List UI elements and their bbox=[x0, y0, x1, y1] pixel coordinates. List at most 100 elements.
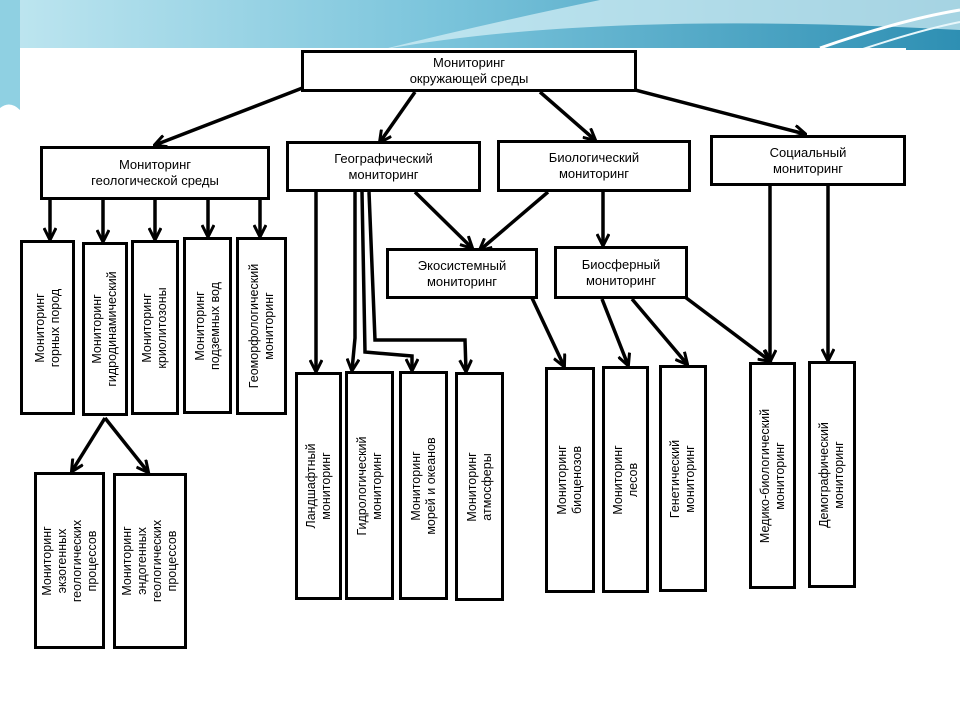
node-line: геологических bbox=[150, 519, 164, 603]
node-line: лесов bbox=[625, 462, 640, 497]
node-line: экзогенных bbox=[54, 528, 69, 593]
node-text: Геоморфологический мониторинг bbox=[247, 264, 277, 388]
node-line: Мониторинг bbox=[120, 526, 134, 596]
node-medico-biological-monitoring: Медико-биологический мониторинг bbox=[749, 362, 796, 589]
arrow-geog-ecosystem bbox=[413, 190, 472, 248]
arrow-root-geographic bbox=[380, 90, 417, 142]
node-line: подземных вод bbox=[207, 281, 222, 370]
node-line: эндогенных bbox=[135, 527, 149, 595]
node-social-monitoring: Социальный мониторинг bbox=[710, 135, 906, 186]
node-line: процессов bbox=[165, 530, 179, 592]
node-text: Гидрологический мониторинг bbox=[355, 436, 385, 535]
node-line: мониторинг bbox=[585, 272, 657, 288]
node-line: геологической среды bbox=[91, 173, 219, 188]
node-hydrological-monitoring: Гидрологический мониторинг bbox=[345, 371, 394, 600]
arrow-geog-hydrological bbox=[352, 192, 355, 370]
node-text: Мониторинг лесов bbox=[611, 445, 641, 514]
node-line: гидродинамический bbox=[105, 271, 119, 387]
node-demographic-monitoring: Демографический мониторинг bbox=[808, 361, 856, 588]
node-line: Мониторинг bbox=[32, 292, 47, 363]
node-line: Мониторинг bbox=[408, 450, 423, 521]
node-text: Мониторинг гидродинамический bbox=[90, 271, 120, 386]
node-geomorphological-monitoring: Геоморфологический мониторинг bbox=[236, 237, 287, 415]
node-line: Мониторинг bbox=[432, 55, 506, 70]
node-line: Мониторинг bbox=[39, 525, 54, 596]
node-line: Биосферный bbox=[581, 256, 661, 272]
node-landscape-monitoring: Ландшафтный мониторинг bbox=[295, 372, 342, 600]
node-text: Мониторинг эндогенных геологических проц… bbox=[120, 520, 180, 602]
node-text: Мониторинг атмосферы bbox=[465, 452, 495, 521]
node-line: Биологический bbox=[548, 150, 640, 165]
node-line: Мониторинг bbox=[90, 294, 104, 364]
node-line: мониторинг bbox=[369, 451, 384, 520]
arrow-geog-seas bbox=[360, 191, 412, 370]
node-genetic-monitoring: Генетический мониторинг bbox=[659, 365, 707, 592]
node-biological-monitoring: Биологический мониторинг bbox=[497, 140, 691, 192]
arrow-hydro-exo bbox=[72, 417, 107, 471]
arrow-biosph-forests bbox=[600, 298, 628, 365]
arrow-root-biological bbox=[538, 90, 595, 140]
node-line: окружающей среды bbox=[409, 71, 529, 86]
node-endogenous-processes-monitoring: Мониторинг эндогенных геологических проц… bbox=[113, 473, 187, 649]
node-line: биоценозов bbox=[570, 446, 584, 514]
node-line: мониторинг bbox=[426, 273, 498, 289]
node-text: Демографический мониторинг bbox=[817, 422, 847, 528]
node-seas-oceans-monitoring: Мониторинг морей и океанов bbox=[399, 371, 448, 600]
arrow-biosph-medbio bbox=[683, 295, 770, 361]
swoosh-white bbox=[819, 8, 960, 50]
node-ecosystem-monitoring: Экосистемный мониторинг bbox=[386, 248, 538, 299]
node-line: мониторинг bbox=[772, 160, 844, 176]
node-rocks-monitoring: Мониторинг горных пород bbox=[20, 240, 75, 415]
node-line: Геоморфологический bbox=[246, 263, 261, 389]
arrow-eco-biocenoses bbox=[530, 297, 564, 366]
node-text: Мониторинг криолитозоны bbox=[140, 287, 170, 368]
node-text: Медико-биологический мониторинг bbox=[758, 408, 788, 542]
node-hydrodynamic-monitoring: Мониторинг гидродинамический bbox=[82, 242, 128, 416]
node-line: атмосферы bbox=[479, 452, 494, 521]
node-environment-monitoring: Мониторинг окружающей среды bbox=[301, 50, 637, 92]
node-cryolithozone-monitoring: Мониторинг криолитозоны bbox=[131, 240, 179, 415]
node-line: Мониторинг bbox=[192, 290, 207, 361]
node-forests-monitoring: Мониторинг лесов bbox=[602, 366, 649, 593]
node-line: мониторинг bbox=[261, 292, 276, 360]
node-line: Генетический bbox=[668, 439, 682, 518]
swoosh-white-2 bbox=[859, 21, 960, 51]
node-line: морей и океанов bbox=[423, 436, 438, 535]
node-line: Медико-биологический bbox=[757, 408, 772, 543]
node-line: мониторинг bbox=[683, 444, 697, 513]
arrow-geog-atmosphere bbox=[367, 191, 466, 371]
node-line: Мониторинг bbox=[118, 157, 192, 172]
left-band bbox=[0, 0, 20, 110]
node-line: процессов bbox=[84, 530, 99, 591]
node-line: Географический bbox=[334, 150, 433, 166]
node-line: мониторинг bbox=[348, 166, 419, 182]
arrow-biosph-genetic bbox=[630, 297, 687, 364]
arrow-hydro-endo bbox=[103, 416, 148, 472]
node-line: Мониторинг bbox=[464, 451, 479, 522]
node-line: Мониторинг bbox=[140, 292, 154, 363]
arrow-root-geological bbox=[155, 85, 306, 145]
node-line: Социальный bbox=[769, 144, 847, 160]
node-text: Генетический мониторинг bbox=[668, 439, 698, 517]
node-exogenous-processes-monitoring: Мониторинг экзогенных геологических проц… bbox=[34, 472, 105, 649]
swoosh-light bbox=[380, 0, 960, 50]
node-text: Ландшафтный мониторинг bbox=[304, 444, 334, 529]
node-atmosphere-monitoring: Мониторинг атмосферы bbox=[455, 372, 504, 601]
arrow-root-social bbox=[634, 88, 805, 134]
node-line: мониторинг bbox=[558, 166, 630, 181]
node-text: Мониторинг горных пород bbox=[33, 288, 63, 366]
node-line: геологических bbox=[69, 519, 84, 602]
node-line: Ландшафтный bbox=[303, 443, 318, 529]
node-biocenoses-monitoring: Мониторинг биоценозов bbox=[545, 367, 595, 593]
node-line: мониторинг bbox=[318, 452, 333, 520]
node-text: Мониторинг биоценозов bbox=[555, 445, 585, 514]
arrow-bio-ecosystem bbox=[480, 190, 550, 250]
node-text: Мониторинг подземных вод bbox=[193, 282, 223, 370]
node-line: Экосистемный bbox=[417, 257, 507, 273]
node-line: мониторинг bbox=[832, 440, 846, 509]
node-line: криолитозоны bbox=[155, 286, 169, 369]
node-line: горных пород bbox=[47, 288, 62, 367]
node-line: Демографический bbox=[817, 421, 831, 528]
node-text: Мониторинг экзогенных геологических проц… bbox=[40, 519, 100, 601]
